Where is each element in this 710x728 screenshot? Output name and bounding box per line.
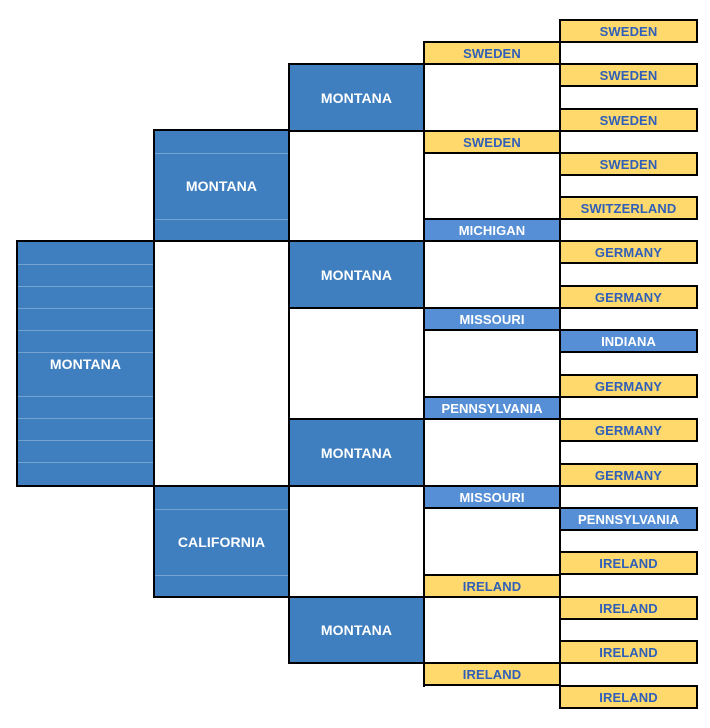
person-box-gen4-6: MISSOURI bbox=[423, 485, 561, 509]
person-name: SWITZERLAND bbox=[580, 200, 677, 216]
person-box-gen4-3: MICHIGAN bbox=[423, 218, 561, 242]
person-name: MISSOURI bbox=[459, 489, 525, 505]
person-box-gen4-4: MISSOURI bbox=[423, 307, 561, 331]
person-name: SWEDEN bbox=[463, 45, 521, 61]
person-name: MONTANA bbox=[320, 622, 393, 638]
person-box-gen3-2: MONTANA bbox=[288, 240, 425, 309]
person-box-gen2-2: CALIFORNIA bbox=[153, 485, 290, 598]
person-name: GERMANY bbox=[594, 289, 663, 305]
person-name: IRELAND bbox=[599, 689, 658, 705]
person-box-root: MONTANA bbox=[16, 240, 155, 487]
person-box-gen5-4: SWEDEN bbox=[559, 152, 698, 176]
person-name: PENNSYLVANIA bbox=[441, 400, 543, 416]
person-box-gen5-7: GERMANY bbox=[559, 285, 698, 309]
person-box-gen5-2: SWEDEN bbox=[559, 63, 698, 87]
person-box-gen3-3: MONTANA bbox=[288, 418, 425, 487]
person-box-gen5-14: IRELAND bbox=[559, 596, 698, 620]
person-name: GERMANY bbox=[594, 467, 663, 483]
person-name: MICHIGAN bbox=[458, 222, 526, 238]
person-name: GERMANY bbox=[594, 422, 663, 438]
person-box-gen2-1: MONTANA bbox=[153, 129, 290, 242]
person-box-gen5-8: INDIANA bbox=[559, 329, 698, 353]
person-name: MISSOURI bbox=[459, 311, 525, 327]
person-box-gen5-5: SWITZERLAND bbox=[559, 196, 698, 220]
person-box-gen4-8: IRELAND bbox=[423, 662, 561, 686]
person-name: MONTANA bbox=[320, 266, 393, 283]
person-name: MONTANA bbox=[320, 89, 393, 106]
person-box-gen5-6: GERMANY bbox=[559, 240, 698, 264]
person-box-gen5-1: SWEDEN bbox=[559, 19, 698, 43]
person-name: IRELAND bbox=[599, 600, 658, 616]
person-box-gen4-7: IRELAND bbox=[423, 574, 561, 598]
person-box-gen5-11: GERMANY bbox=[559, 463, 698, 487]
person-name: SWEDEN bbox=[599, 156, 658, 172]
person-box-gen4-2: SWEDEN bbox=[423, 130, 561, 154]
person-name: GERMANY bbox=[594, 378, 663, 394]
person-name: MONTANA bbox=[185, 177, 258, 194]
person-name: SWEDEN bbox=[463, 134, 521, 150]
person-name: SWEDEN bbox=[599, 23, 658, 39]
person-box-gen5-9: GERMANY bbox=[559, 374, 698, 398]
person-name: IRELAND bbox=[599, 644, 658, 660]
person-name: IRELAND bbox=[462, 666, 522, 682]
connector-line bbox=[423, 41, 425, 687]
person-box-gen5-16: IRELAND bbox=[559, 685, 698, 709]
connector-line bbox=[559, 19, 561, 709]
person-name: GERMANY bbox=[594, 244, 663, 260]
person-name: IRELAND bbox=[462, 578, 522, 594]
person-name: SWEDEN bbox=[599, 112, 658, 128]
person-name: INDIANA bbox=[601, 333, 656, 349]
person-box-gen4-5: PENNSYLVANIA bbox=[423, 396, 561, 420]
person-box-gen5-15: IRELAND bbox=[559, 640, 698, 664]
person-box-gen3-1: MONTANA bbox=[288, 63, 425, 132]
person-box-gen5-13: IRELAND bbox=[559, 551, 698, 575]
person-name: PENNSYLVANIA bbox=[577, 511, 680, 527]
person-box-gen5-10: GERMANY bbox=[559, 418, 698, 442]
person-name: IRELAND bbox=[599, 555, 658, 571]
person-name: MONTANA bbox=[49, 355, 122, 372]
person-box-gen3-4: MONTANA bbox=[288, 596, 425, 664]
connector-line bbox=[288, 63, 290, 597]
person-box-gen5-12: PENNSYLVANIA bbox=[559, 507, 698, 531]
person-name: MONTANA bbox=[320, 444, 393, 461]
person-name: SWEDEN bbox=[599, 67, 658, 83]
person-box-gen4-1: SWEDEN bbox=[423, 41, 561, 65]
person-box-gen5-3: SWEDEN bbox=[559, 108, 698, 132]
person-name: CALIFORNIA bbox=[177, 533, 266, 550]
